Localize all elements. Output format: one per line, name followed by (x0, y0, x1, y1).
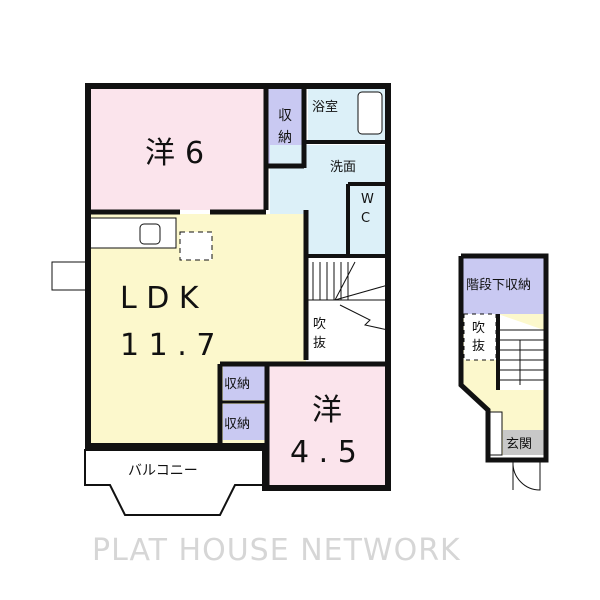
storage-b-label: 収納 (224, 417, 250, 432)
stairs-2-icon (498, 329, 544, 385)
right-unit-walls (458, 253, 549, 463)
shoe-cabinet (489, 411, 503, 456)
storage-top-label-1: 収 (278, 108, 292, 124)
balcony-label: バルコニー (128, 463, 198, 479)
bathroom-label: 浴室 (312, 99, 338, 115)
watermark: PLAT HOUSE NETWORK (92, 533, 461, 568)
left-door-icon (51, 261, 87, 291)
stairs-2-area (498, 314, 544, 390)
walls (85, 83, 391, 491)
western-room-6-fill (88, 86, 266, 210)
sink-icon (139, 223, 161, 245)
western-room-45-fill (268, 366, 388, 486)
entrance-fill (503, 430, 544, 455)
void-1-label-2: 抜 (313, 335, 326, 351)
void-2-fill (463, 313, 497, 361)
ldk-size: 1 1 . 7 (120, 328, 215, 363)
wc-fill (350, 185, 386, 250)
under-stairs-storage-label: 階段下収納 (466, 278, 531, 293)
wc-label-2: C (361, 211, 370, 226)
balcony-outline (84, 449, 266, 516)
wc-label-1: W (361, 192, 374, 207)
ldk-label: L D K (120, 281, 200, 316)
kitchen-counter (89, 217, 177, 249)
bathtub-icon (357, 91, 383, 135)
western-6-size: 6 (185, 136, 204, 171)
stairs-icon (308, 261, 389, 331)
storage-top-label-2: 納 (278, 130, 292, 146)
entrance-door-icon (512, 461, 541, 491)
storage-a-label: 収納 (224, 377, 250, 392)
void-2-label-2: 抜 (472, 338, 485, 354)
western-45-label: 洋 (312, 393, 342, 428)
under-stairs-storage-fill (463, 258, 544, 314)
storage-b-fill (223, 404, 265, 440)
void-2-label-1: 吹 (472, 321, 485, 336)
range-hood-icon (179, 231, 213, 261)
western-6-label: 洋 (145, 136, 175, 171)
entrance-label: 玄関 (506, 437, 532, 452)
void-1-label-1: 吹 (313, 317, 326, 332)
western-45-size: 4 . 5 (290, 435, 357, 470)
storage-a-fill (223, 366, 265, 400)
washroom-label: 洗面 (330, 160, 356, 175)
